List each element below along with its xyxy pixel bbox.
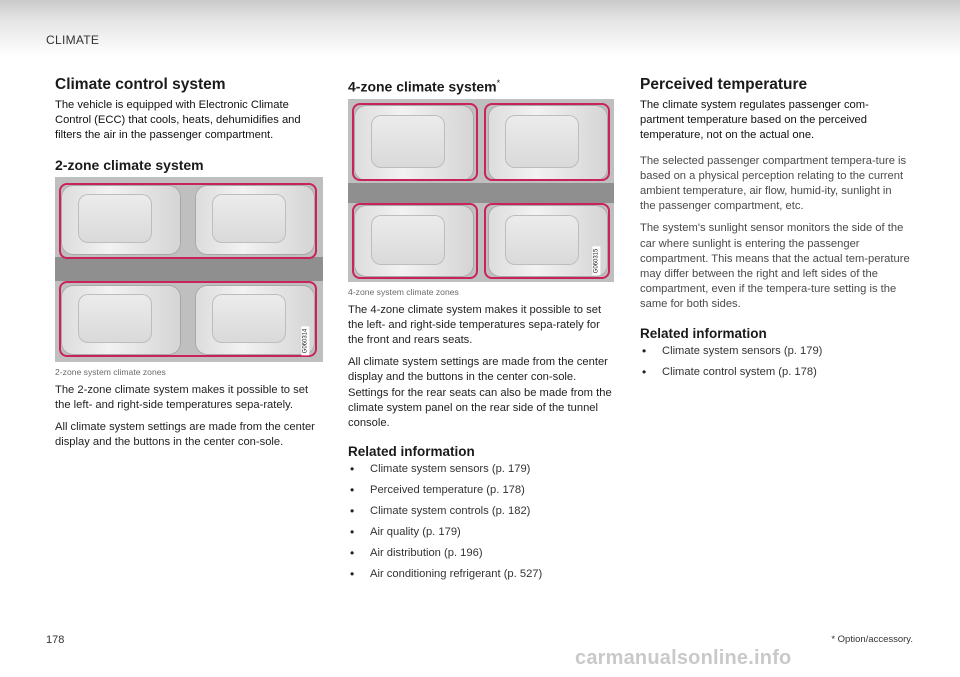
climate-control-heading: Climate control system: [55, 76, 226, 93]
four-zone-paragraph-2: All climate system settings are made fro…: [348, 356, 612, 430]
column-perceived-temperature: Perceived temperature The climate system…: [640, 72, 910, 386]
front-right-seat: [488, 104, 608, 181]
front-left-seat: [61, 184, 181, 255]
center-console: [348, 182, 614, 203]
climate-control-intro: The vehicle is equipped with Electronic …: [55, 99, 301, 142]
option-footnote: * Option/accessory.: [831, 634, 913, 645]
climate-zone-rear-left: [352, 202, 478, 279]
related-link-perceived-temperature[interactable]: Perceived temperature (p. 178): [348, 483, 616, 498]
climate-zone-front-right: [484, 102, 610, 181]
two-zone-heading: 2-zone climate system: [55, 156, 204, 173]
related-link-air-distribution[interactable]: Air distribution (p. 196): [348, 546, 616, 561]
front-left-seat: [354, 104, 474, 181]
page-header: CLIMATE: [0, 0, 960, 56]
watermark: carmanualsonline.info: [575, 647, 792, 669]
related-link-sensors[interactable]: Climate system sensors (p. 179): [640, 344, 910, 359]
two-zone-paragraph-2: All climate system settings are made fro…: [55, 421, 315, 449]
climate-zone-left: [59, 182, 317, 259]
related-link-refrigerant[interactable]: Air conditioning refrigerant (p. 527): [348, 567, 616, 582]
page-number: 178: [46, 634, 65, 646]
column-climate-control: Climate control system The vehicle is eq…: [55, 72, 323, 457]
center-console: [55, 256, 323, 281]
image-code: G060315: [592, 246, 601, 276]
section-title: CLIMATE: [46, 33, 100, 47]
climate-zone-right: [59, 280, 317, 357]
two-zone-caption: 2-zone system climate zones: [55, 366, 166, 377]
four-zone-paragraph-1: The 4-zone climate system makes it possi…: [348, 303, 602, 347]
two-zone-seat-image: G060314: [55, 176, 323, 362]
rear-right-seat: [195, 284, 315, 355]
column-four-zone: 4-zone climate system* G060315 4-zone sy…: [348, 72, 616, 588]
related-info-heading: Related information: [640, 325, 767, 341]
climate-zone-rear-right: [484, 202, 610, 279]
perceived-temperature-paragraph-2: The system's sunlight sensor monitors th…: [640, 222, 910, 311]
related-info-list: Climate system sensors (p. 179) Climate …: [640, 344, 910, 380]
four-zone-heading-text: 4-zone climate system: [348, 78, 497, 95]
rear-right-seat: [488, 204, 608, 277]
option-mark: *: [496, 78, 501, 88]
perceived-temperature-intro: The climate system regulates passenger c…: [640, 99, 869, 142]
image-code: G060314: [301, 326, 310, 355]
related-link-climate-control[interactable]: Climate control system (p. 178): [640, 365, 910, 380]
rear-left-seat: [354, 204, 474, 277]
related-info-list: Climate system sensors (p. 179) Perceive…: [348, 462, 616, 582]
perceived-temperature-heading: Perceived temperature: [640, 76, 808, 93]
two-zone-paragraph-1: The 2-zone climate system makes it possi…: [55, 383, 309, 411]
perceived-temperature-paragraph-1: The selected passenger compartment tempe…: [640, 154, 907, 213]
related-link-air-quality[interactable]: Air quality (p. 179): [348, 525, 616, 540]
front-right-seat: [195, 184, 315, 255]
climate-zone-front-left: [352, 102, 478, 181]
related-link-sensors[interactable]: Climate system sensors (p. 179): [348, 462, 616, 477]
four-zone-seat-image: G060315: [348, 98, 614, 282]
four-zone-heading: 4-zone climate system*: [348, 78, 616, 95]
related-link-controls[interactable]: Climate system controls (p. 182): [348, 504, 616, 519]
related-info-heading: Related information: [348, 444, 475, 460]
rear-left-seat: [61, 284, 181, 355]
four-zone-caption: 4-zone system climate zones: [348, 286, 459, 297]
